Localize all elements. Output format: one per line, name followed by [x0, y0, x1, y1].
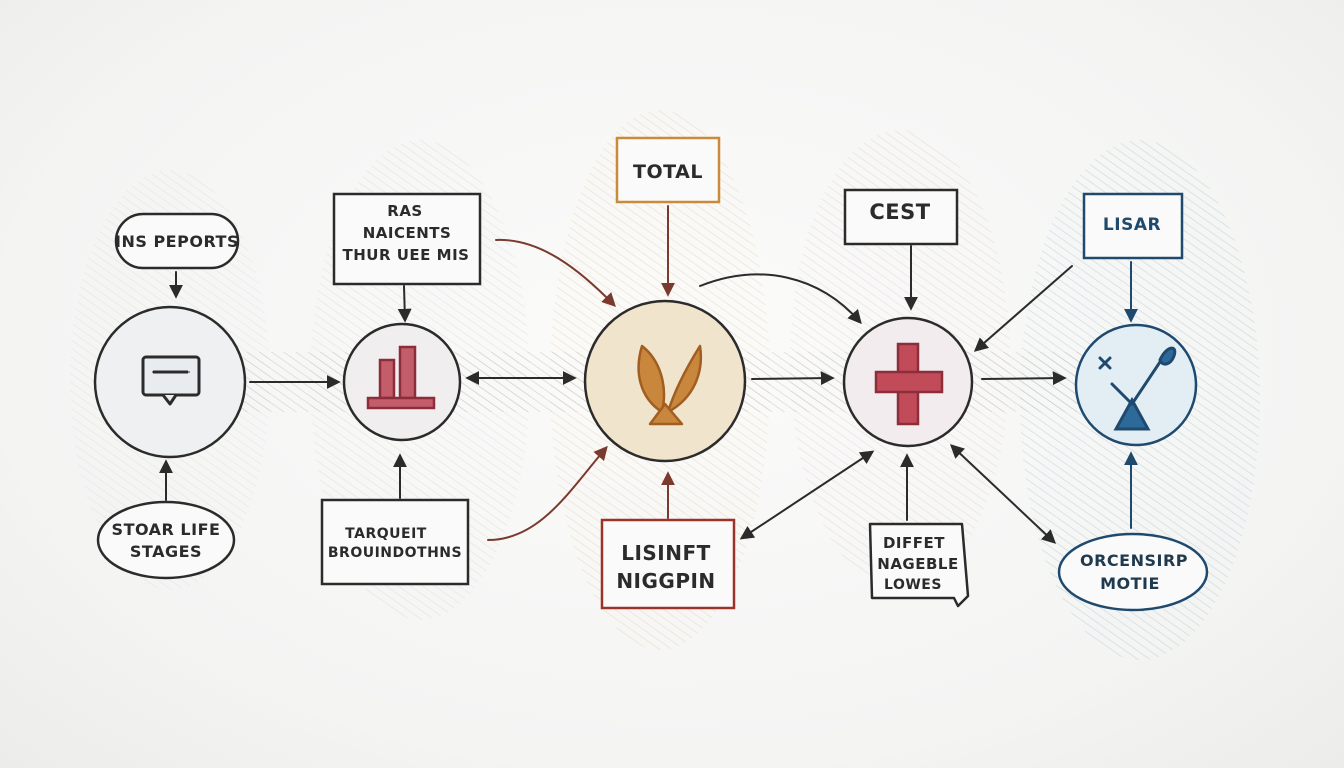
- stoar-life-line-2: STAGES: [130, 542, 202, 561]
- arrow-ras-to-bar: [397, 285, 412, 323]
- ins-reports-text: INS PEPORTS: [115, 232, 239, 251]
- connectors: [159, 205, 1138, 544]
- arrow-leaf-to-cross: [751, 371, 835, 386]
- arrow-ras-curve-to-leaf: [495, 238, 616, 308]
- diffet-line-1: DIFFET: [883, 534, 945, 552]
- tools-icon: [1098, 346, 1177, 431]
- arrow-lisar-to-cross: [973, 265, 1073, 352]
- leaves-icon: [637, 344, 703, 426]
- hub-tools: [1074, 323, 1198, 447]
- total-text: TOTAL: [633, 161, 703, 183]
- ras-line-1: RAS: [387, 202, 422, 220]
- arrow-leaf-curve-to-cross: [699, 273, 862, 325]
- chat-bubble-icon: [141, 355, 201, 406]
- node-lisar: LISAR: [1082, 192, 1184, 260]
- node-total: TOTAL: [615, 136, 721, 204]
- node-diffet: DIFFET NAGEBLE LOWES: [868, 522, 970, 608]
- orcensirp-line-2: MOTIE: [1100, 574, 1160, 593]
- stoar-life-line-1: STOAR LIFE: [112, 520, 221, 539]
- orcensirp-line-1: ORCENSIRP: [1080, 551, 1188, 570]
- ras-line-2: NAICENTS: [363, 224, 452, 242]
- arrow-tarquet-curve-to-leaf: [487, 445, 608, 541]
- arrow-lisinft-cross-bidirectional: [739, 450, 875, 540]
- diffet-line-3: LOWES: [884, 577, 942, 593]
- hub-cross: [842, 316, 974, 448]
- node-cest: CEST: [843, 188, 959, 246]
- node-tarquet: TARQUEIT BROUINDOTHNS: [320, 498, 470, 586]
- lisinft-line-1: LISINFT: [621, 541, 711, 565]
- diffet-line-2: NAGEBLE: [877, 555, 958, 573]
- hub-bar-chart: [342, 322, 462, 442]
- hub-chat: [93, 305, 247, 459]
- node-stoar-life: STOAR LIFE STAGES: [96, 500, 236, 580]
- tarquet-line-2: BROUINDOTHNS: [328, 545, 462, 561]
- cest-text: CEST: [869, 200, 930, 224]
- tarquet-line-1: TARQUEIT: [345, 526, 427, 542]
- node-ins-reports: INS PEPORTS: [114, 212, 240, 270]
- arrow-orcensirp-cross-bidirectional: [949, 444, 1057, 544]
- node-orcensirp: ORCENSIRP MOTIE: [1057, 532, 1209, 612]
- hub-leaves: [583, 299, 747, 463]
- lisinft-line-2: NIGGPIN: [616, 569, 715, 593]
- arrow-cross-to-tools: [981, 371, 1067, 386]
- ras-line-3: THUR UEE MIS: [343, 246, 470, 264]
- node-lisinft: LISINFT NIGGPIN: [600, 518, 736, 610]
- cross-icon: [874, 342, 944, 426]
- bar-chart-icon: [366, 345, 436, 410]
- lisar-text: LISAR: [1103, 215, 1161, 235]
- node-ras: RAS NAICENTS THUR UEE MIS: [332, 192, 482, 286]
